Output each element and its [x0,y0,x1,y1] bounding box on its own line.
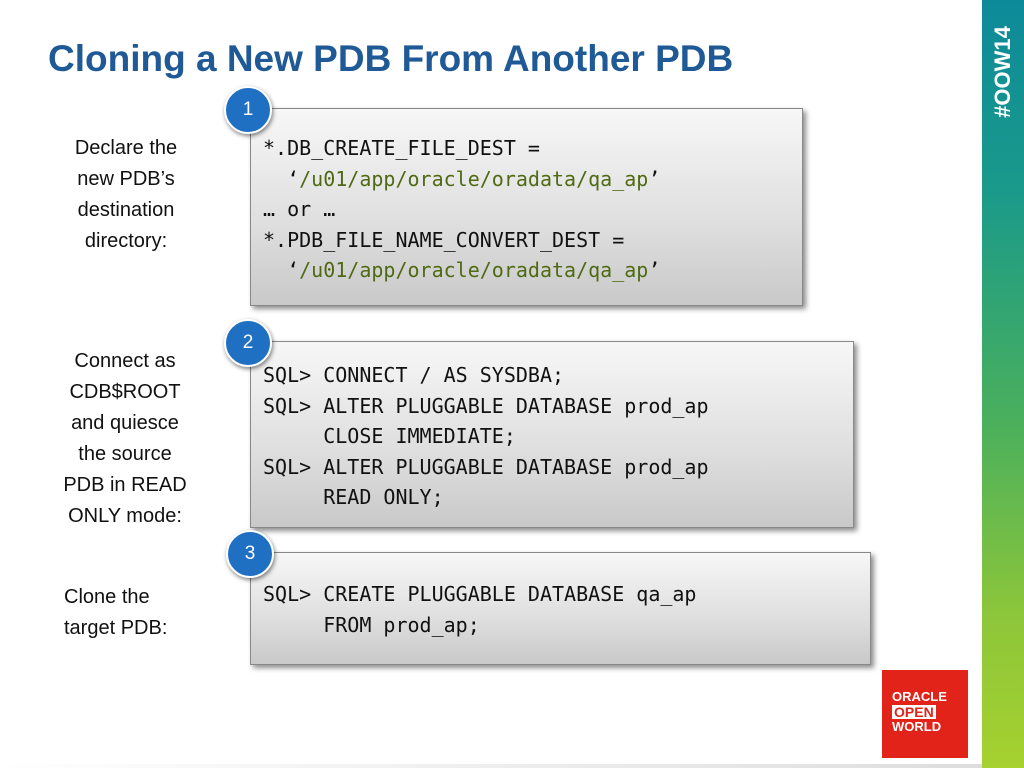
code-line: … or … [263,197,336,221]
oracle-openworld-logo: ORACLE OPEN WORLD [882,670,968,758]
label-line: and quiesce [71,412,179,434]
label-line: Clone the [64,586,150,608]
label-line: CDB$ROOT [69,381,181,403]
logo-line-world: WORLD [892,719,942,734]
step-1-label: Declare the new PDB’s destination direct… [58,133,194,257]
step-3-label: Clone the target PDB: [56,582,182,644]
side-bar: #OOW14 [982,0,1024,768]
quote-close: ’ [648,258,661,282]
code-line: SQL> CONNECT / AS SYSDBA; [263,363,565,387]
label-line: ONLY mode: [68,505,182,527]
code-line: SQL> ALTER PLUGGABLE DATABASE prod_ap [263,393,709,418]
logo-line-open: OPEN [892,704,936,720]
footer-divider [0,764,982,768]
path-value: /u01/app/oracle/oradata/qa_ap [299,258,649,282]
code-line: SQL> ALTER PLUGGABLE DATABASE prod_ap [263,454,709,479]
page-title: Cloning a New PDB From Another PDB [48,38,734,79]
quote-close: ’ [648,166,661,191]
path-value: /u01/app/oracle/oradata/qa_ap [299,166,649,191]
step-3-badge: 3 [226,530,274,578]
label-line: new PDB’s [77,168,175,190]
label-line: target PDB: [64,617,168,639]
hashtag-label: #OOW14 [990,26,1015,118]
code-line: SQL> CREATE PLUGGABLE DATABASE qa_ap [263,582,697,606]
label-line: PDB in READ [63,474,187,496]
code-line: *.PDB_FILE_NAME_CONVERT_DEST = [263,227,625,252]
code-line: ‘/u01/app/oracle/oradata/qa_ap’ [263,164,790,195]
label-line: destination [77,199,175,221]
label-line: Connect as [74,350,176,372]
code-line: CLOSE IMMEDIATE; [263,424,516,448]
logo-line-oracle: ORACLE [892,689,947,704]
step-2-code-box: SQL> CONNECT / AS SYSDBA; SQL> ALTER PLU… [250,341,854,528]
step-2-label: Connect as CDB$ROOT and quiesce the sour… [52,346,198,532]
code-line: *.DB_CREATE_FILE_DEST = [263,136,540,160]
step-2-badge: 2 [224,319,272,367]
step-1-code-box: *.DB_CREATE_FILE_DEST = ‘/u01/app/oracle… [250,108,803,306]
quote-open: ‘ [263,166,300,191]
code-line: FROM prod_ap; [263,612,480,637]
quote-open: ‘ [263,258,300,282]
code-line: READ ONLY; [263,485,444,509]
label-line: directory: [84,230,168,252]
label-line: Declare the [74,137,178,159]
step-3-code-box: SQL> CREATE PLUGGABLE DATABASE qa_ap FRO… [250,552,871,665]
step-1-badge: 1 [224,86,272,134]
label-line: the source [78,443,172,465]
code-line: ‘/u01/app/oracle/oradata/qa_ap’ [263,255,790,286]
